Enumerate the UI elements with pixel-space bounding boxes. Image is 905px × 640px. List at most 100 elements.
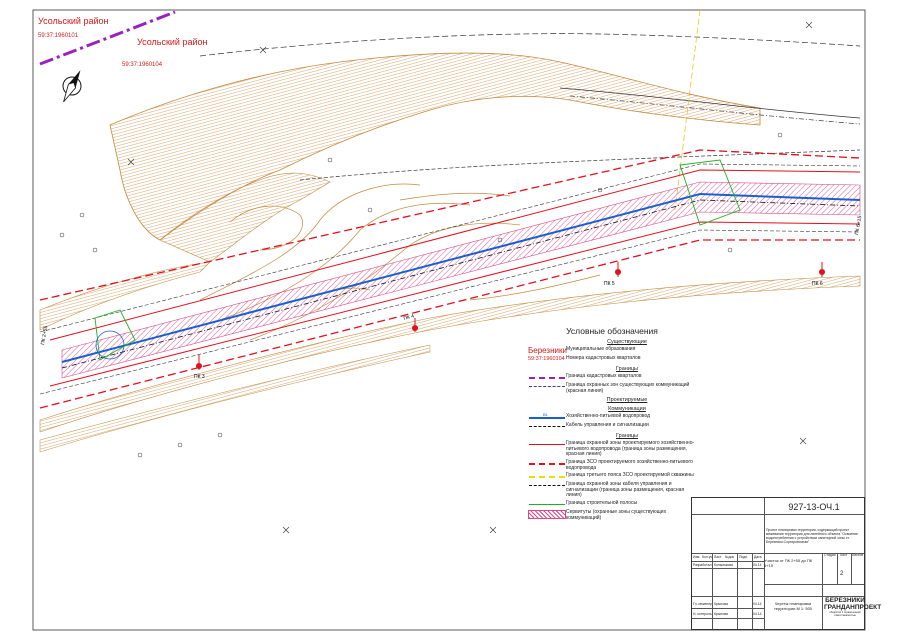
legend-row-servitude: Сервитуты (охранные зоны существующих ко… xyxy=(528,508,696,521)
legend-cadastral-label: Номера кадастровых кварталов xyxy=(566,355,641,361)
vegetation-symbols xyxy=(59,132,783,458)
control-name: Крылова xyxy=(714,612,728,616)
developer-role: Разработал xyxy=(693,563,712,567)
legend-cadastral-border-label: Граница кадастровых кварталов xyxy=(566,373,642,379)
legend-row-cable-zone: Граница охранной зоны кабеля управления … xyxy=(528,481,696,499)
picket-marker-pk6: ПК 6 xyxy=(812,262,825,287)
col-data: Дата xyxy=(754,555,762,559)
plan-title: Чертеж планировки территории М 1: 500 xyxy=(773,601,813,611)
svg-text:ПК 5: ПК 5 xyxy=(604,281,615,287)
organization-name-text: БЕРЕЗНИКИ ГРАНДАНПРОЕКТ xyxy=(824,597,882,611)
picket-marker-pk3: ПК 3 xyxy=(194,355,205,380)
existing-lines xyxy=(199,9,861,211)
zso-borders xyxy=(39,149,861,409)
embankment-lower xyxy=(39,275,861,433)
control-role: Н. контроль xyxy=(693,612,712,616)
title-block-stamp: 927-13-ОЧ.1 Проект планировки территории… xyxy=(691,497,881,630)
water-symbol-label: В1 xyxy=(543,412,548,418)
zso3-symbol-icon xyxy=(528,473,566,480)
embankment-lower-2 xyxy=(39,344,431,453)
legend-row-cadastral-number: 59:37:1960104 Номера кадастровых квартал… xyxy=(528,355,696,363)
legend-row-municipal: Березники Муниципальные образования xyxy=(528,346,696,355)
picket-marker-pk4: ПК 4 xyxy=(403,313,418,332)
sheet-header: Лист xyxy=(840,553,848,557)
col-ndok: №док xyxy=(725,555,734,559)
survey-crosses xyxy=(127,21,813,534)
legend-row-zso3: Граница третьего пояса ЗСО проектируемой… xyxy=(528,473,696,480)
legend-section-communications: Коммуникации xyxy=(608,406,646,413)
control-date: 04.14 xyxy=(753,612,762,616)
developer-name: Копылькова xyxy=(714,563,733,567)
document-code: 927-13-ОЧ.1 xyxy=(788,502,840,512)
developer-date: 04.14 xyxy=(753,563,762,567)
organization-subtitle: общество с ограниченной ответственностью xyxy=(829,611,861,617)
gip-name: Крылова xyxy=(714,602,728,606)
water-zone-borders xyxy=(39,163,861,395)
servitude-symbol-icon xyxy=(528,509,566,519)
legend-row-zso: Граница ЗСО проектируемого хозяйственно-… xyxy=(528,458,696,471)
water-pipeline xyxy=(61,192,861,363)
legend-row-build: Граница строительной полосы xyxy=(528,499,696,508)
existing-protect-symbol-icon xyxy=(528,383,566,390)
hillside-slope-middle xyxy=(159,172,331,263)
legend-municipal-sample: Березники xyxy=(528,346,567,355)
zso-symbol-icon xyxy=(528,460,566,467)
svg-text:ПК 6: ПК 6 xyxy=(812,281,823,287)
picket-label-start: ПК 2+55 xyxy=(40,325,49,345)
legend-title: Условные обозначения xyxy=(566,326,658,336)
legend-row-water: В1 Хозяйственно-питьевой водопровод xyxy=(528,412,696,421)
plan-section: Участок от ПК 2+55 до ПК 6+15 xyxy=(764,558,813,568)
legend-row-water-zone: Граница охранной зоны проектируемого хоз… xyxy=(528,440,696,458)
cadastral-border xyxy=(39,10,176,66)
map-legend: Условные обозначения Существующие Березн… xyxy=(528,326,696,523)
legend-water-zone-label: Граница охранной зоны проектируемого хоз… xyxy=(566,440,695,458)
legend-row-cable: Кабель управления и сигнализации xyxy=(528,423,696,430)
legend-build-label: Граница строительной полосы xyxy=(566,499,638,506)
legend-existing-protect-label: Граница охранных зон существующих коммун… xyxy=(566,382,690,394)
cadastral-border-symbol-icon xyxy=(528,374,566,381)
legend-section-existing: Существующие xyxy=(607,339,647,345)
cadastral-label-2: 59:37:1960104 xyxy=(122,62,163,68)
legend-zso-label: Граница ЗСО проектируемого хозяйственно-… xyxy=(566,458,693,471)
legend-servitude-label: Сервитуты (охранные зоны существующих ко… xyxy=(566,508,667,521)
gip-date: 04.14 xyxy=(753,602,762,606)
legend-zso3-label: Граница третьего пояса ЗСО проектируемой… xyxy=(566,472,694,479)
district-label-1: Усольский район xyxy=(38,16,109,26)
legend-section-projected: Проектируемые xyxy=(606,397,648,404)
organization-name: БЕРЕЗНИКИ ГРАНДАНПРОЕКТ общество с огран… xyxy=(824,597,881,617)
cable-zone-symbol-icon xyxy=(528,482,566,489)
project-object: Проект планировки территории, содержащий… xyxy=(766,528,858,544)
legend-municipal-label: Муниципальные образования xyxy=(566,346,636,352)
legend-row-cadastral-border: Граница кадастровых кварталов xyxy=(528,373,696,381)
legend-water-label: Хозяйственно-питьевой водопровод xyxy=(566,413,651,420)
legend-cable-zone-label: Граница охранной зоны кабеля управления … xyxy=(566,481,685,499)
sheets-header: Листов xyxy=(852,553,864,557)
svg-text:ПК 4: ПК 4 xyxy=(403,313,415,322)
picket-label-end: ПК 6+15 xyxy=(854,215,863,235)
legend-section-borders-2: Границы xyxy=(616,433,638,440)
legend-section-borders: Границы xyxy=(616,366,638,372)
picket-marker-pk5: ПК 5 xyxy=(604,262,621,287)
servitude-zone xyxy=(61,181,861,379)
sheet-number: 2 xyxy=(840,571,844,577)
build-strip xyxy=(94,159,741,361)
stage-header: Стадия xyxy=(824,553,836,557)
gip-role: Гл. инженер xyxy=(693,602,713,606)
legend-cable-label: Кабель управления и сигнализации xyxy=(566,422,649,429)
col-list: Лист xyxy=(714,555,722,559)
district-label-2: Усольский район xyxy=(137,37,208,47)
north-arrow-icon xyxy=(62,70,82,103)
cadastral-label-1: 59:37:1960101 xyxy=(38,33,79,39)
col-izm: Изм. xyxy=(693,555,701,559)
water-zone-symbol-icon xyxy=(528,441,566,448)
build-symbol-icon xyxy=(528,501,566,508)
svg-text:ПК 3: ПК 3 xyxy=(194,374,205,380)
col-kol: Кол.уч xyxy=(702,555,713,559)
well-site xyxy=(95,330,125,360)
legend-cadastral-sample: 59:37:1960104 xyxy=(528,356,565,362)
water-symbol-icon: В1 xyxy=(528,412,566,421)
col-podp: Подп. xyxy=(739,555,749,559)
cable-symbol-icon xyxy=(528,423,566,430)
legend-row-existing-protect: Граница охранных зон существующих коммун… xyxy=(528,382,696,394)
